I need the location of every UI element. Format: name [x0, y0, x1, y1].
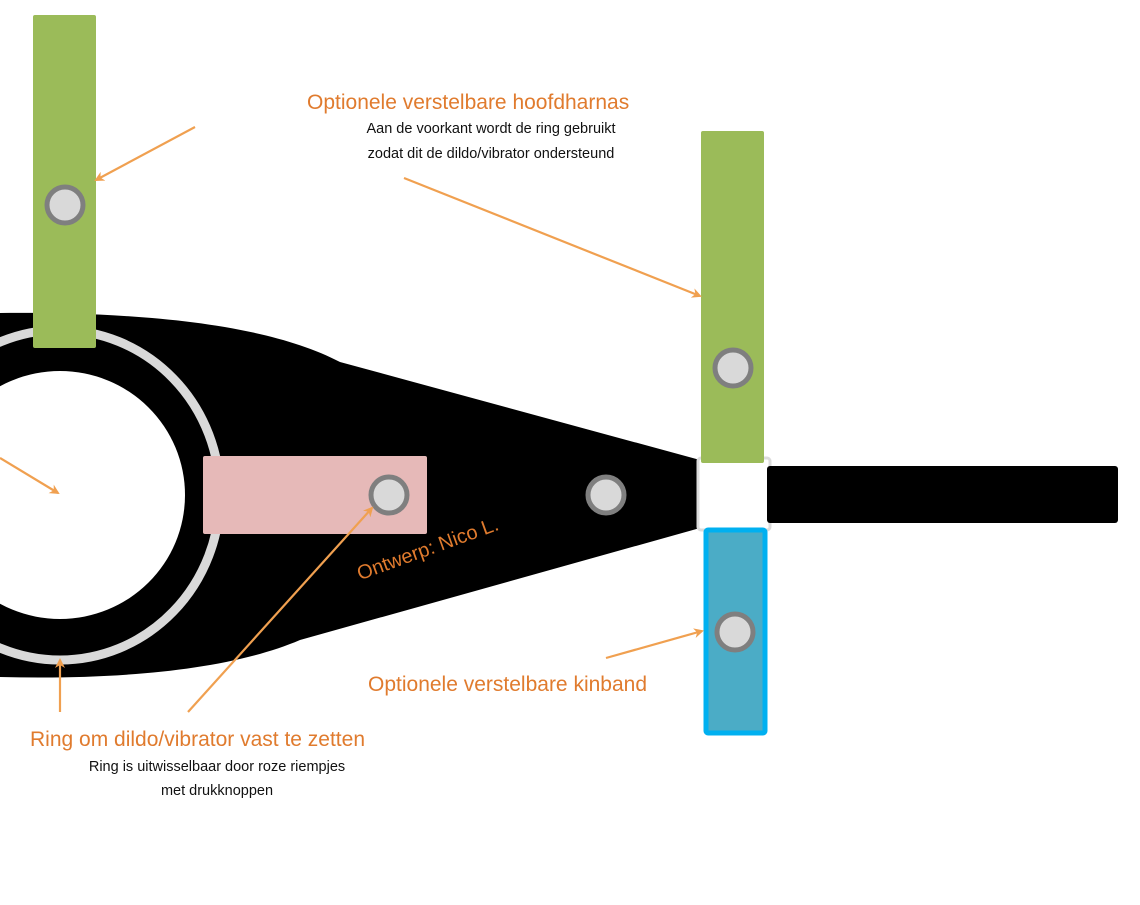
chin-strap-title: Optionele verstelbare kinband	[368, 673, 648, 696]
arrow	[403, 176, 702, 298]
buckle	[696, 456, 772, 532]
ring-line1: Ring is uitwisselbaar door roze riempjes	[88, 759, 346, 775]
head-harness-line2: zodat dit de dildo/vibrator ondersteund	[367, 146, 615, 162]
green-strap-right	[701, 131, 764, 463]
snap-button	[585, 474, 627, 516]
snap-button	[368, 474, 410, 516]
head-harness-title: Optionele verstelbare hoofdharnas	[307, 91, 630, 114]
snap-button	[714, 611, 756, 653]
arrow	[94, 126, 196, 181]
green-strap-left	[33, 15, 96, 348]
ring-line2: met drukknoppen	[160, 783, 274, 799]
head-harness-line1: Aan de voorkant wordt de ring gebruikt	[366, 121, 616, 137]
arrow	[0, 457, 60, 495]
ring-opening	[0, 371, 185, 619]
snap-button	[712, 347, 754, 389]
strap-end	[767, 466, 1118, 523]
ring-title: Ring om dildo/vibrator vast te zetten	[30, 728, 365, 751]
snap-button	[44, 184, 86, 226]
arrow	[605, 628, 704, 660]
arrow	[187, 506, 374, 713]
